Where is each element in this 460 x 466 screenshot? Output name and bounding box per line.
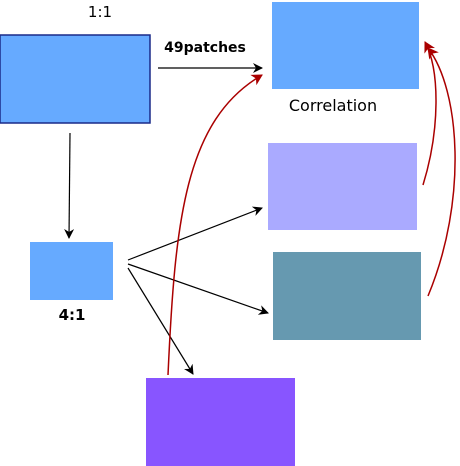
- correlation-label: Correlation: [289, 96, 377, 115]
- red-arrow-from-purple: [167, 74, 263, 376]
- patches-label: 49patches: [164, 40, 246, 56]
- lavender-box: [268, 143, 417, 230]
- purple-box: [146, 378, 295, 466]
- scale-1-1-label: 1:1: [88, 3, 112, 21]
- arrow-to-lavender: [127, 206, 263, 261]
- arrow-to-teal: [127, 263, 269, 315]
- teal-box: [273, 252, 421, 340]
- red-arrow-from-teal: [427, 47, 456, 297]
- downscaled-image-box: [30, 242, 113, 300]
- scale-4-1-label: 4:1: [59, 306, 86, 324]
- arrow-to-purple: [127, 267, 194, 375]
- downscale-arrow: [64, 132, 75, 239]
- original-image-box: [0, 34, 151, 124]
- correlation-box: [272, 2, 419, 89]
- red-arrow-from-lavender: [422, 41, 437, 186]
